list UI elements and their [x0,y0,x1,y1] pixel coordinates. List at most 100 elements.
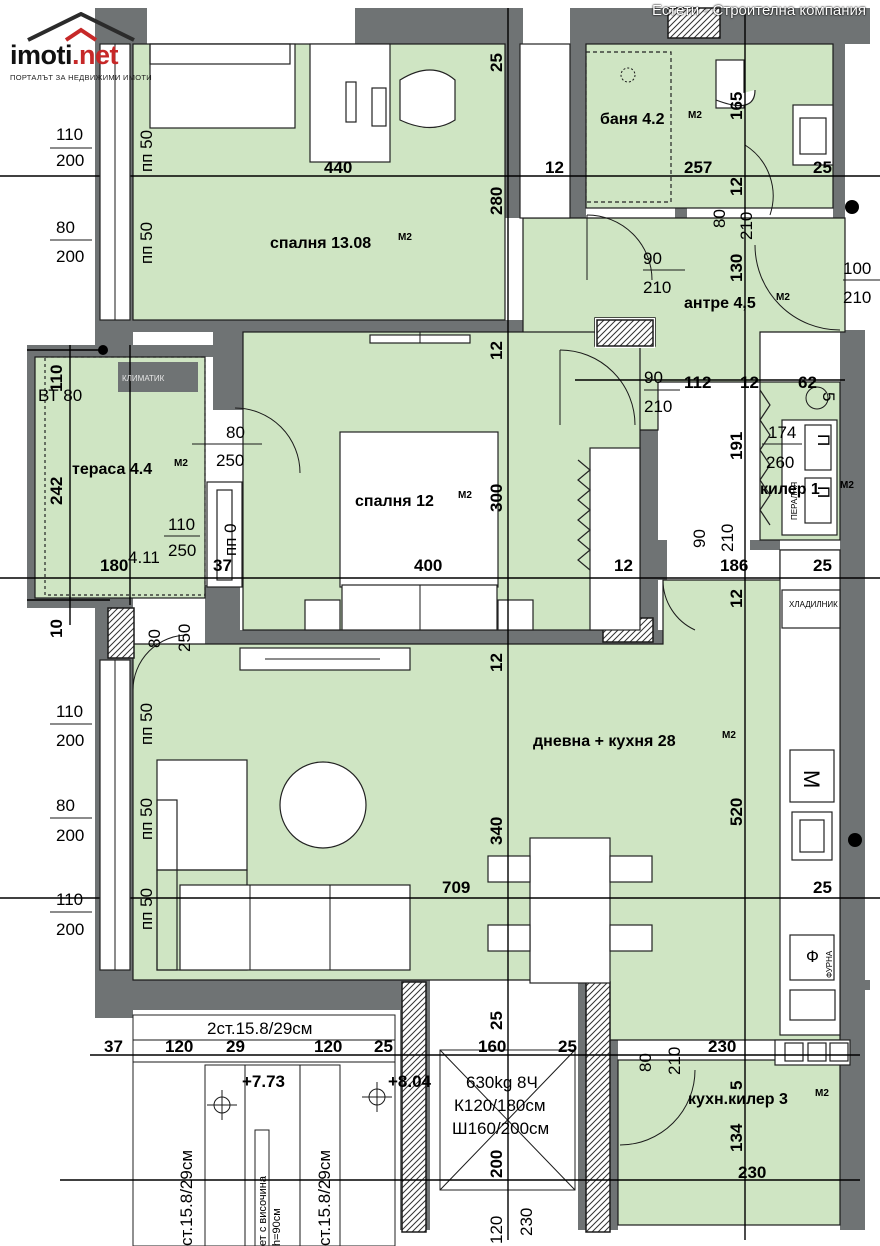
svg-text:ст.15.8/29см: ст.15.8/29см [177,1150,196,1246]
svg-text:130: 130 [727,254,746,282]
svg-text:110: 110 [56,125,83,144]
room-labels: спалня 13.08 М2 баня 4.2 М2 антре 4,5 М2… [72,110,854,1108]
svg-text:230: 230 [738,1163,766,1182]
svg-text:5: 5 [819,392,838,401]
drier-letter-2: П [814,486,833,498]
svg-text:134: 134 [727,1123,746,1152]
kitchen-pantry-fill [617,1059,841,1226]
lift-shaft: Ш160/200см [452,1119,549,1138]
elevation-right: +8.04 [388,1072,432,1091]
svg-text:90: 90 [643,249,662,268]
svg-text:200: 200 [56,826,84,845]
brand-tagline: ПОРТАЛЪТ ЗА НЕДВИЖИМИ ИМОТИ [10,73,153,82]
svg-text:29: 29 [226,1037,245,1056]
terrace-details [44,356,243,596]
dimension-lines [0,8,880,1240]
svg-text:25: 25 [374,1037,393,1056]
elevation-left: +7.73 [242,1072,285,1091]
window-6-width: 110 [168,515,195,534]
window-5: 110 200 пп 50 [50,888,156,939]
svg-text:25: 25 [487,53,506,72]
stairs [132,1014,576,1246]
dimension-text: 25 280 440 37 12 257 25 165 12 80 210 13… [38,53,880,1246]
pantry-details [759,386,838,536]
svg-text:М2: М2 [458,490,472,501]
svg-text:62: 62 [798,373,817,392]
svg-text:90: 90 [644,368,663,387]
svg-text:340: 340 [487,817,506,845]
svg-text:120: 120 [487,1216,506,1244]
svg-text:110: 110 [47,365,66,392]
svg-text:80: 80 [226,423,245,442]
svg-text:120: 120 [314,1037,342,1056]
svg-text:М2: М2 [174,458,188,469]
svg-text:80: 80 [636,1053,655,1072]
room-label-living: дневна + кухня 28 [533,733,676,750]
aircon-label: КЛИМАТИК [122,374,165,383]
room-label-hall: антре 4,5 [684,295,756,312]
svg-text:191: 191 [727,432,746,460]
window-1: 110 200 пп 50 [50,125,156,172]
svg-text:12: 12 [487,653,506,672]
svg-text:ст.15.8/29см: ст.15.8/29см [315,1150,334,1246]
svg-text:242: 242 [47,477,66,505]
room-label-kitchen-pantry: кухн.килер 3 [688,1091,788,1108]
window-4: 80 200 пп 50 [50,796,156,845]
svg-text:200: 200 [56,920,84,939]
svg-text:25: 25 [558,1037,577,1056]
svg-text:160: 160 [478,1037,506,1056]
svg-text:М2: М2 [722,730,736,741]
room-label-bedroom2: спалня 12 [355,493,434,510]
svg-text:120: 120 [165,1037,193,1056]
svg-text:37: 37 [104,1037,123,1056]
svg-text:80: 80 [56,218,75,237]
svg-text:ет с височина: ет с височина [257,1175,269,1246]
room-label-bath: баня 4.2 [600,111,665,128]
svg-text:90: 90 [690,529,709,548]
kitchen-counter [774,549,851,1066]
fridge-label: ХЛАДИЛНИК [789,600,838,609]
svg-text:25: 25 [487,1011,506,1030]
svg-text:5: 5 [727,1081,746,1090]
svg-text:80: 80 [56,796,75,815]
lift-capacity: 630kg 8Ч [466,1073,538,1092]
svg-text:300: 300 [487,484,506,512]
svg-text:400: 400 [414,556,442,575]
svg-text:М2: М2 [688,110,702,121]
svg-text:25: 25 [813,158,832,177]
room-label-bedroom1: спалня 13.08 [270,235,371,252]
svg-text:230: 230 [517,1208,536,1236]
brand-name: imoti.net [10,40,119,70]
svg-text:257: 257 [684,158,712,177]
window-6-sill: пп 0 [221,523,240,556]
house-roof-icon [27,12,135,42]
window-3: 110 200 пп 50 [50,702,156,750]
drier-letter-1: П [814,434,833,446]
washer-letter: М [799,770,824,788]
brand-logo[interactable]: imoti.net ПОРТАЛЪТ ЗА НЕДВИЖИМИ ИМОТИ [8,12,168,82]
svg-text:230: 230 [708,1037,736,1056]
svg-text:110: 110 [56,890,83,909]
svg-text:250: 250 [175,624,194,652]
svg-text:200: 200 [56,731,84,750]
window-2: 80 200 пп 50 [50,218,156,266]
svg-text:h=90см: h=90см [271,1208,283,1246]
svg-text:М2: М2 [815,1088,829,1099]
svg-text:210: 210 [665,1047,684,1075]
window-marks: 110 200 пп 50 80 200 пп 50 110 200 пп 50… [50,43,862,971]
svg-text:пп 50: пп 50 [137,703,156,745]
svg-text:210: 210 [843,288,871,307]
svg-text:25: 25 [813,556,832,575]
svg-text:ВТ 80: ВТ 80 [38,386,82,405]
window-6-height: 250 [168,541,196,560]
lift-cabin: К120/180см [454,1096,546,1115]
svg-text:пп 50: пп 50 [137,222,156,264]
svg-text:12: 12 [727,177,746,196]
watermark: Естети - Строителна компания [652,2,866,19]
svg-text:4.11: 4.11 [128,548,160,567]
door-swings [132,144,841,1146]
hall-furniture [577,318,655,631]
svg-text:709: 709 [442,878,470,897]
svg-text:186: 186 [720,556,748,575]
